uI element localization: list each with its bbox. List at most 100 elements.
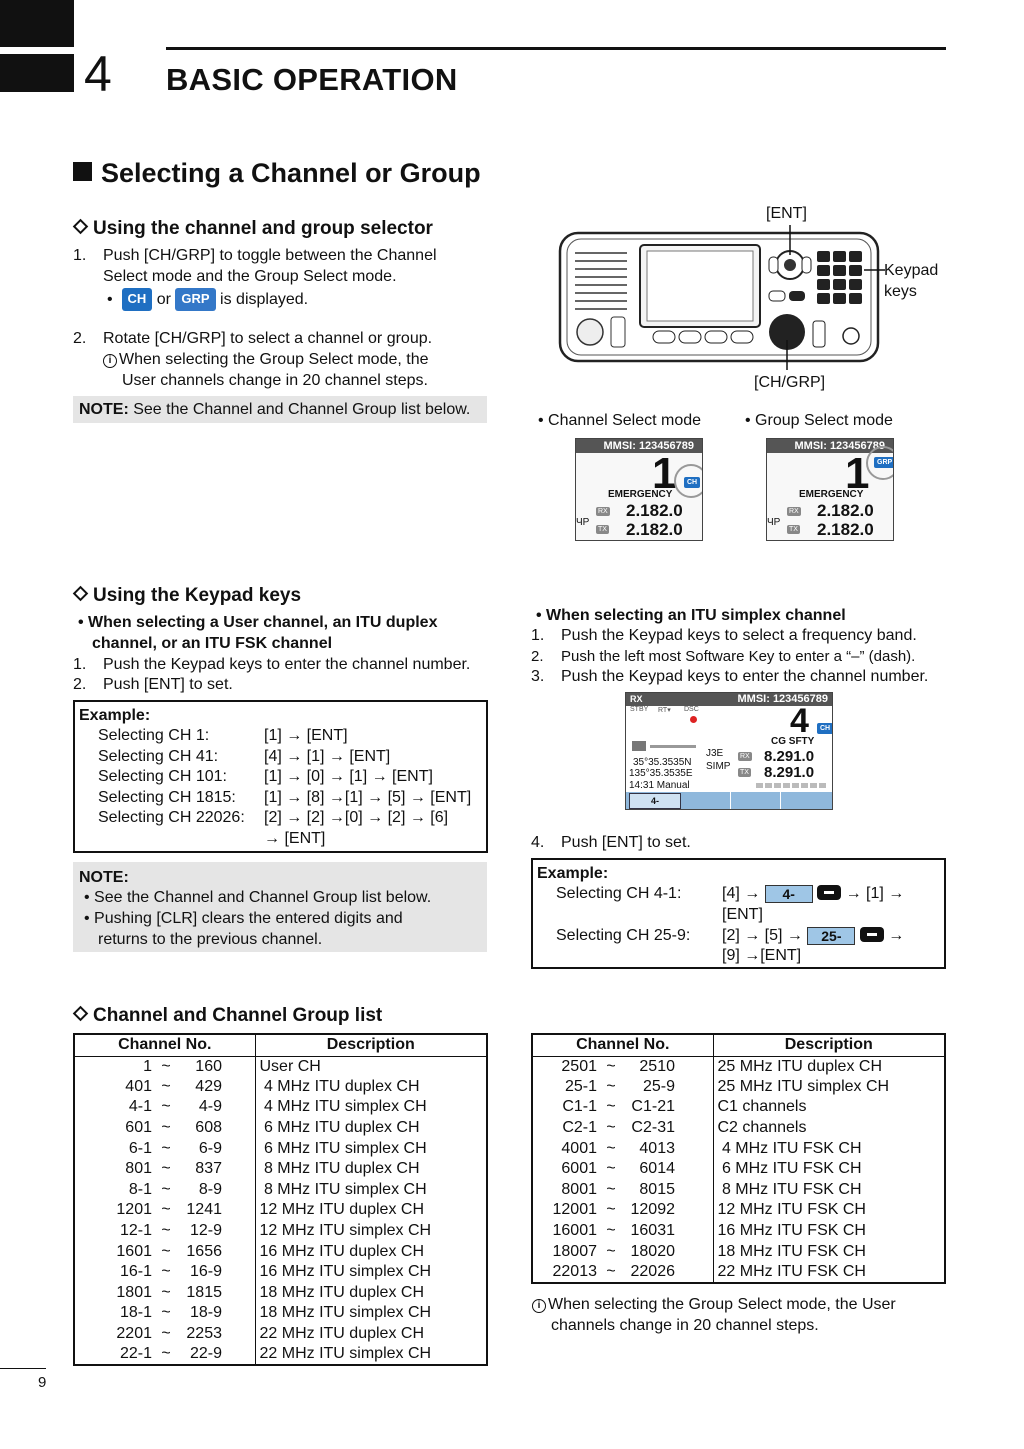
table-row: 401~429 4 MHz ITU duplex CH — [74, 1076, 487, 1098]
rx-icon: RX — [738, 752, 752, 761]
channel-description: 18 MHz ITU simplex CH — [259, 1304, 432, 1322]
dash-key-icon — [859, 927, 884, 942]
note-bullet: returns to the previous channel. — [98, 931, 323, 948]
diamond-icon — [72, 1005, 89, 1022]
channel-name: EMERGENCY — [608, 489, 673, 500]
example-label: Example: — [79, 707, 151, 724]
table-row: 4001~4013 4 MHz ITU FSK CH — [532, 1138, 945, 1159]
channel-description: 12 MHz ITU duplex CH — [259, 1201, 425, 1219]
group-mode-caption: • Group Select mode — [745, 412, 893, 429]
example-row-keys: [1] → [0] → [1] → [ENT] — [264, 768, 433, 786]
tx-frequency: 8.291.0 — [764, 764, 815, 781]
longitude: 135°35.3535E — [629, 768, 693, 779]
channel-description: 6 MHz ITU FSK CH — [717, 1160, 862, 1178]
rx-frequency: 2.182.0 — [626, 501, 683, 520]
example-row-label: Selecting CH 4-1: — [556, 885, 682, 902]
channel-description: 6 MHz ITU simplex CH — [259, 1139, 427, 1157]
highlight-circle — [674, 464, 702, 498]
info-icon: i — [103, 354, 117, 368]
channel-range: 1601~1656 — [74, 1241, 256, 1262]
col-header: Description — [255, 1034, 487, 1057]
step-text: Select mode and the Group Select mode. — [103, 268, 397, 285]
speaker-icon — [632, 741, 646, 751]
channel-range: 401~429 — [74, 1076, 256, 1098]
step-number: 2. — [73, 330, 87, 347]
info-note: channels change in 20 channel steps. — [551, 1317, 819, 1334]
example-label: Example: — [537, 865, 609, 882]
col-header: Channel No. — [532, 1034, 714, 1057]
chapter-number: 4 — [84, 46, 112, 102]
channel-name: CG SFTY — [771, 736, 815, 747]
channel-number: 4 — [790, 702, 809, 740]
step-text: Push the Keypad keys to enter the channe… — [103, 656, 471, 673]
side-label: ЧP — [576, 517, 590, 528]
example-row-keys: [4] → 4- → [1] → — [722, 885, 905, 903]
step-number: 1. — [73, 247, 87, 264]
example-row-label: Selecting CH 25-9: — [556, 927, 691, 944]
channel-description: 16 MHz ITU simplex CH — [259, 1263, 432, 1281]
channel-number: 1 — [845, 449, 870, 498]
channel-description: 22 MHz ITU duplex CH — [259, 1325, 425, 1343]
subheading-list: Channel and Channel Group list — [72, 1005, 382, 1027]
example-row-keys: [4] → [1] → [ENT] — [264, 747, 391, 765]
channel-description: 12 MHz ITU FSK CH — [717, 1201, 866, 1219]
channel-description: C1 channels — [717, 1098, 807, 1116]
channel-description: 25 MHz ITU simplex CH — [717, 1077, 890, 1095]
channel-range: 1~160 — [74, 1056, 256, 1077]
note-bullet: • See the Channel and Channel Group list… — [84, 889, 432, 906]
channel-range: 25-1~25-9 — [532, 1076, 714, 1098]
table-row: 8001~8015 8 MHz ITU FSK CH — [532, 1179, 945, 1201]
group-select-screen: MMSI: 123456789 1 GRP EMERGENCY ЧP RX TX… — [766, 438, 894, 541]
ch-badge: CH — [817, 723, 832, 734]
channel-description: 8 MHz ITU FSK CH — [717, 1180, 862, 1198]
tab-rt: RT▾ — [658, 707, 671, 714]
mmsi-bar: MMSI: 123456789 — [576, 439, 702, 453]
mmsi-bar: MMSI: 123456789 — [767, 439, 893, 453]
footer-rule — [0, 1368, 46, 1369]
tab-dsc: DSC — [684, 706, 699, 713]
radio-front-panel — [558, 225, 885, 370]
note-bar — [73, 862, 487, 952]
channel-range: 601~608 — [74, 1117, 256, 1139]
mode-text: J3E — [706, 748, 724, 759]
tx-icon: TX — [596, 525, 609, 534]
softkey-dash[interactable]: 4- — [629, 793, 681, 809]
example-row-label: Selecting CH 22026: — [98, 809, 245, 827]
latitude: 35°35.3535N — [633, 757, 692, 768]
table-row: 6001~6014 6 MHz ITU FSK CH — [532, 1158, 945, 1180]
example-row-keys: [2] → [2] →[0] → [2] → [6] — [264, 809, 449, 827]
step-text: Push the Keypad keys to enter the channe… — [561, 668, 929, 685]
example-row-keys: [1] → [8] →[1] → [5] → [ENT] — [264, 788, 472, 806]
note-label: NOTE: — [79, 869, 129, 886]
table-row: 601~608 6 MHz ITU duplex CH — [74, 1117, 487, 1139]
channel-range: 2201~2253 — [74, 1323, 256, 1345]
example-row-label: Selecting CH 41: — [98, 747, 219, 765]
diamond-icon — [72, 218, 89, 235]
channel-range: 22013~22026 — [532, 1261, 714, 1283]
step-text: Push [ENT] to set. — [103, 676, 233, 693]
highlight-circle — [866, 446, 893, 480]
display-cell: 25- — [807, 927, 856, 945]
channel-range: 12-1~12-9 — [74, 1220, 256, 1242]
tx-icon: TX — [787, 525, 800, 534]
example-row-cont: [9] →[ENT] — [722, 947, 802, 964]
channel-range: 1801~1815 — [74, 1282, 256, 1304]
channel-range: 6001~6014 — [532, 1158, 714, 1180]
example-row-cont: [ENT] — [722, 906, 763, 923]
channel-range: 6-1~6-9 — [74, 1138, 256, 1159]
dash-key-icon — [817, 885, 842, 900]
simplex-example-box — [531, 858, 946, 969]
channel-description: 16 MHz ITU duplex CH — [259, 1242, 425, 1260]
